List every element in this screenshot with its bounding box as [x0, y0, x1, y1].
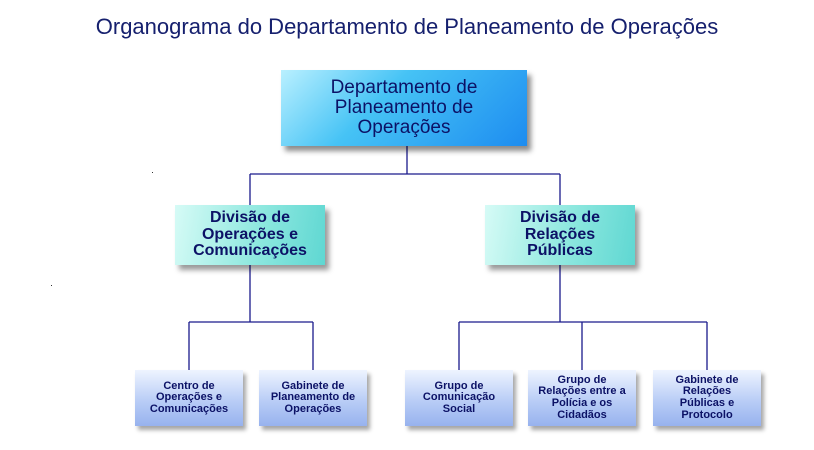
org-unit-police-citizen-relations: Grupo de Relações entre a Polícia e os C… [528, 370, 636, 426]
org-division-public-relations: Divisão de Relações Públicas [485, 205, 635, 265]
org-unit-planning-office: Gabinete de Planeamento de Operações [259, 370, 367, 426]
org-root-box: Departamento de Planeamento de Operações [281, 70, 527, 146]
stray-dot [152, 172, 153, 173]
stray-dot [51, 285, 52, 286]
org-unit-operations-center: Centro de Operações e Comunicações [135, 370, 243, 426]
page-title: Organograma do Departamento de Planeamen… [95, 14, 719, 39]
org-division-operations: Divisão de Operações e Comunicações [175, 205, 325, 265]
org-unit-protocol-office: Gabinete de Relações Públicas e Protocol… [653, 370, 761, 426]
org-unit-social-communication: Grupo de Comunicação Social [405, 370, 513, 426]
